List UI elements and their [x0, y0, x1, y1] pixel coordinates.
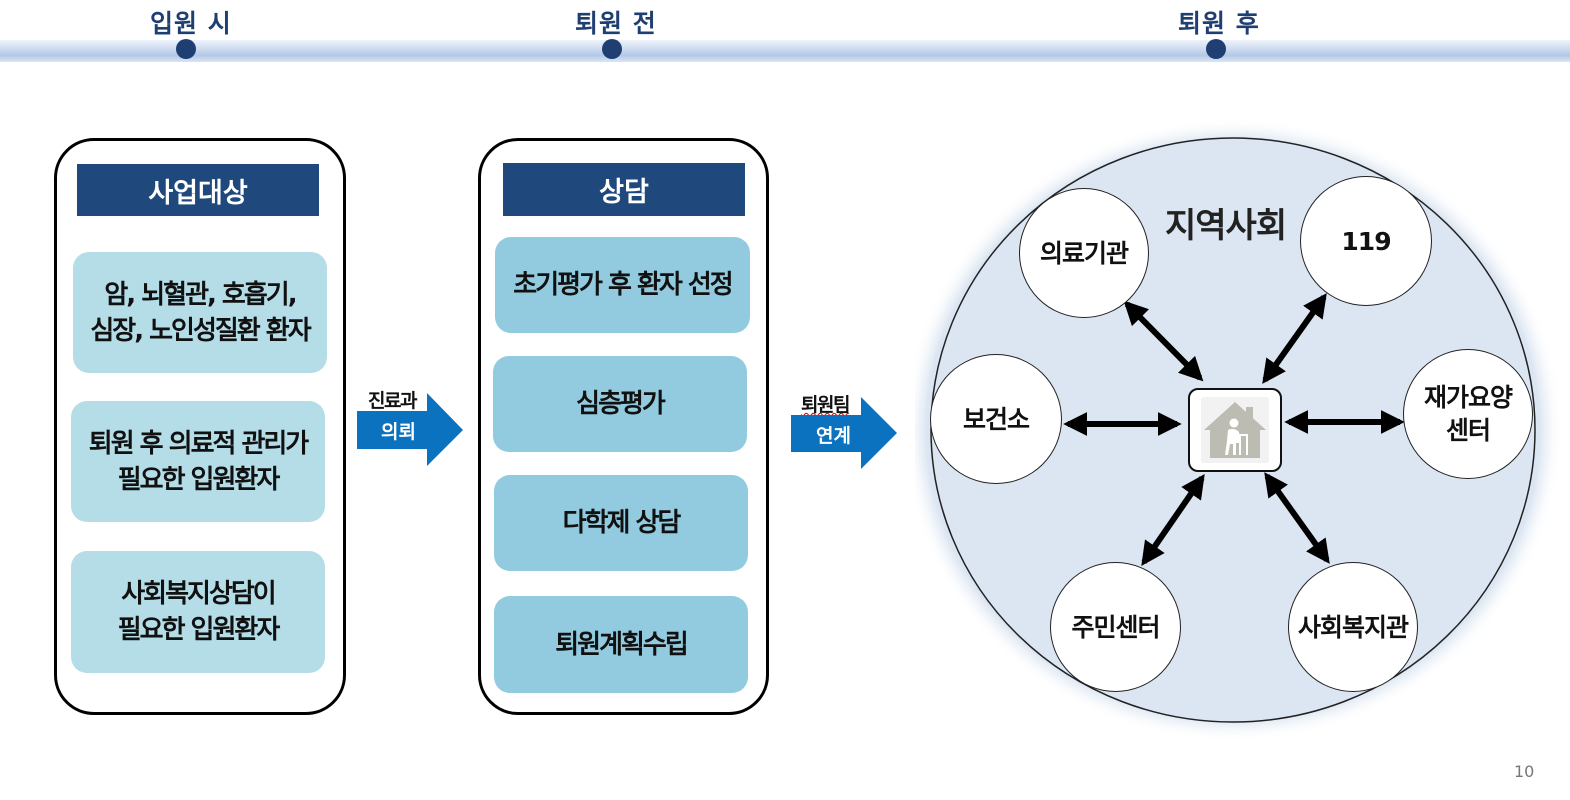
consult-card-multidisciplinary: 다학제 상담: [494, 475, 748, 571]
stage-dot-admission: [176, 39, 196, 59]
consult-card-in-depth-assessment: 심층평가: [493, 356, 747, 452]
stage-label-admission: 입원 시: [150, 9, 232, 38]
node-health-center: 보건소: [930, 354, 1062, 484]
arrow-medical: [1123, 300, 1204, 382]
link-arrow-top-label: 퇴원팀: [801, 394, 850, 416]
link-arrow-icon: [791, 397, 897, 469]
consult-card-initial-assessment: 초기평가 후 환자 선정: [495, 237, 750, 333]
arrow-welfare-center: [1264, 472, 1330, 564]
node-medical-institution: 의료기관: [1019, 188, 1149, 318]
arrow-119: [1262, 293, 1327, 384]
target-card-social-welfare: 사회복지상담이 필요한 입원환자: [71, 551, 325, 673]
stage-dot-before-discharge: [602, 39, 622, 59]
target-panel-header: 사업대상: [77, 164, 319, 216]
community-title: 지역사회: [1165, 206, 1287, 246]
consult-card-discharge-plan: 퇴원계획수립: [494, 596, 748, 693]
stage-label-after-discharge: 퇴원 후: [1178, 9, 1260, 38]
node-welfare-center: 사회복지관: [1288, 562, 1418, 692]
node-119: 119: [1300, 176, 1432, 306]
arrow-resident-center: [1141, 474, 1205, 566]
target-card-medical-care: 퇴원 후 의료적 관리가 필요한 입원환자: [71, 401, 325, 522]
stage-dot-after-discharge: [1206, 39, 1226, 59]
target-card-disease: 암, 뇌혈관, 호흡기, 심장, 노인성질환 환자: [73, 252, 327, 373]
elderly-person-house-icon: [1188, 388, 1282, 472]
node-home-care-center: 재가요양 센터: [1403, 349, 1533, 479]
timeline-bar: [0, 40, 1570, 62]
page-number: 10: [1514, 762, 1535, 781]
referral-arrow-inner-label: 의뢰: [381, 421, 416, 443]
consult-panel-header: 상담: [503, 163, 745, 216]
referral-arrow-icon: [357, 393, 463, 466]
stage-label-before-discharge: 퇴원 전: [575, 9, 657, 38]
node-resident-center: 주민센터: [1050, 562, 1181, 692]
referral-arrow-top-label: 진료과: [368, 390, 417, 412]
link-arrow-inner-label: 연계: [816, 425, 851, 447]
